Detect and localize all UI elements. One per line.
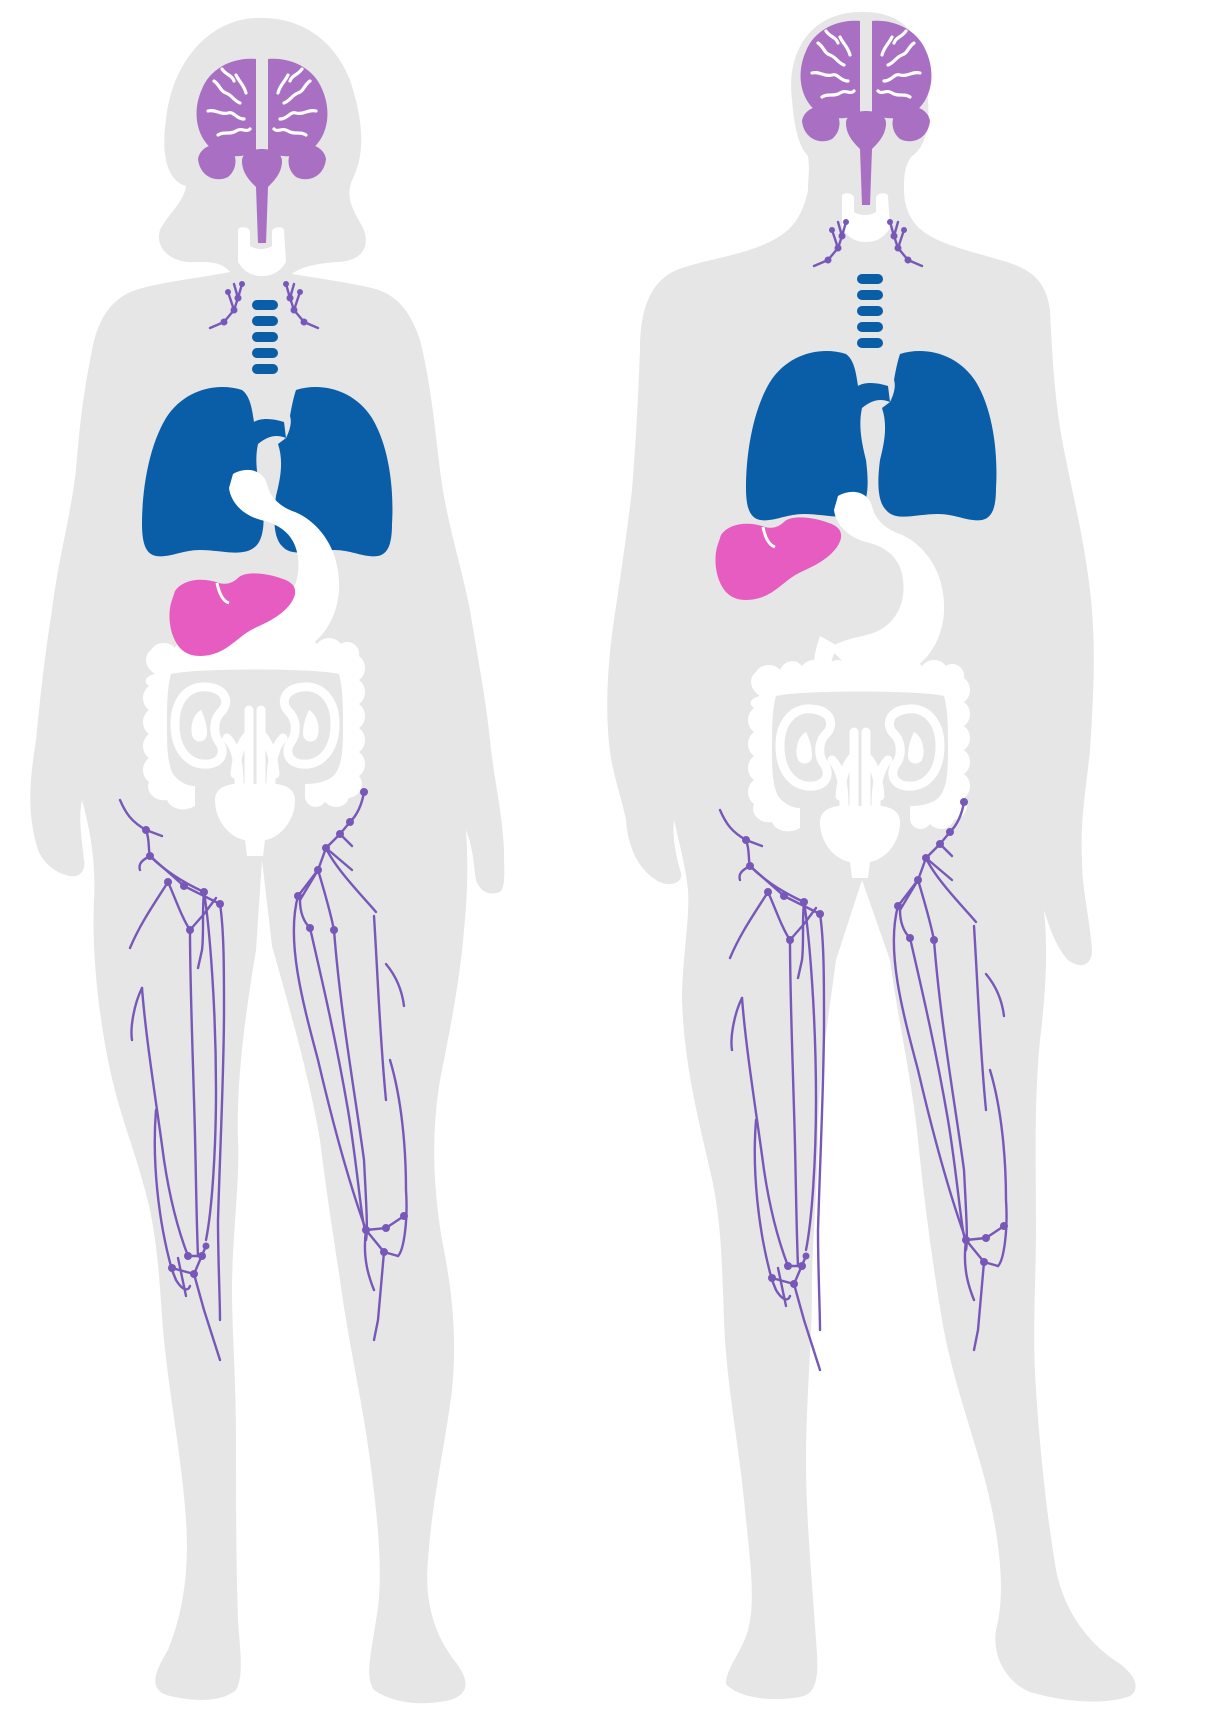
male-figure (607, 12, 1135, 1702)
female-figure (30, 18, 504, 1703)
